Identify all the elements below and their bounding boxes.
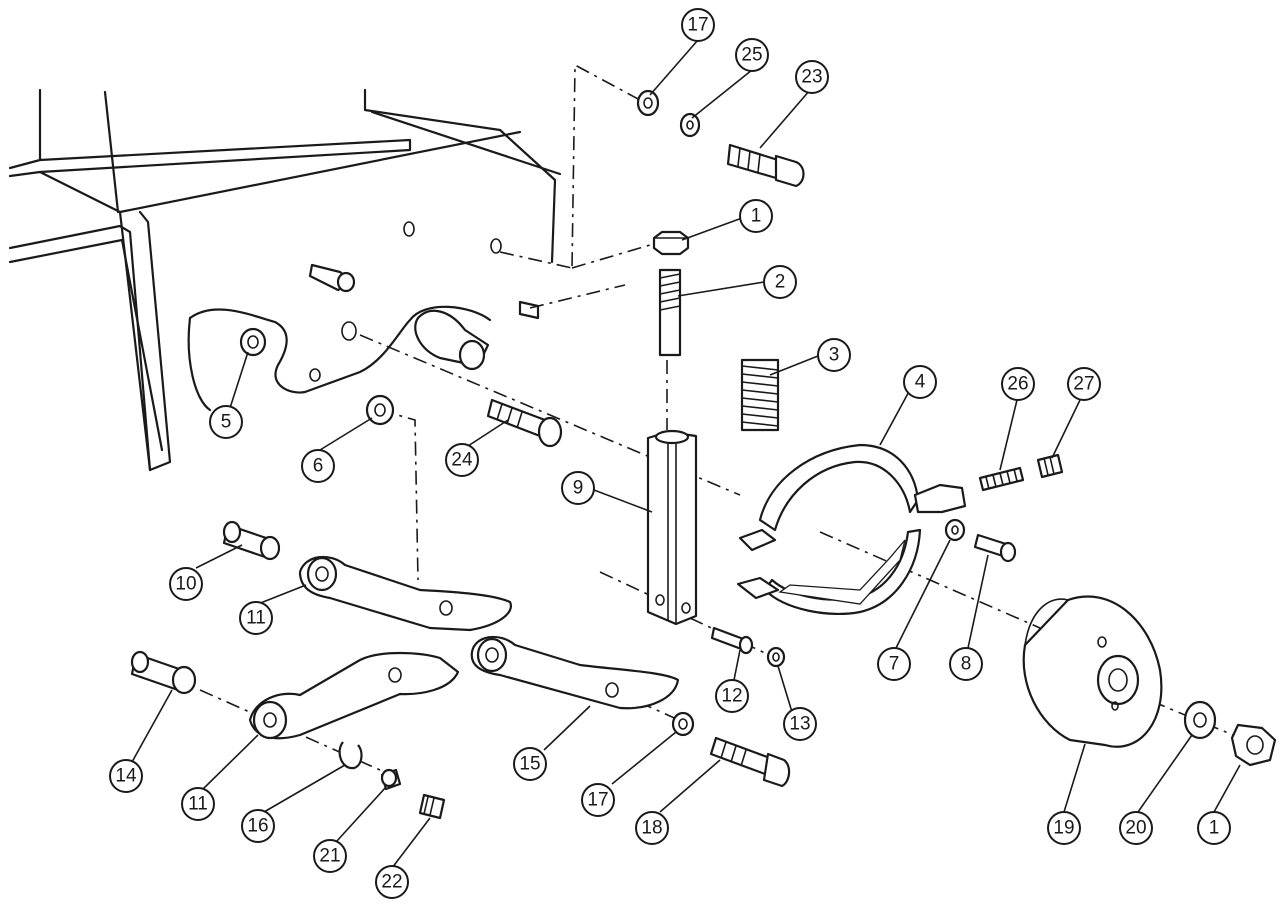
svg-text:27: 27 bbox=[1073, 374, 1094, 395]
svg-text:5: 5 bbox=[221, 412, 232, 433]
svg-text:22: 22 bbox=[381, 872, 402, 893]
callouts: 17 25 23 1 2 3 4 26 27 5 6 24 9 7 8 10 1… bbox=[109, 8, 1231, 899]
svg-text:1: 1 bbox=[751, 206, 762, 227]
callout-3: 3 bbox=[817, 338, 851, 372]
callout-25: 25 bbox=[735, 38, 769, 72]
callout-7: 7 bbox=[877, 647, 911, 681]
callout-12: 12 bbox=[715, 679, 749, 713]
callout-6: 6 bbox=[301, 449, 335, 483]
svg-text:7: 7 bbox=[889, 654, 900, 675]
svg-text:10: 10 bbox=[175, 574, 196, 595]
callout-18: 18 bbox=[635, 811, 669, 845]
callout-26: 26 bbox=[1001, 367, 1035, 401]
leader-lines bbox=[131, 39, 1241, 869]
svg-text:1: 1 bbox=[1209, 818, 1220, 839]
svg-text:11: 11 bbox=[188, 794, 208, 815]
callout-4: 4 bbox=[903, 365, 937, 399]
svg-text:16: 16 bbox=[247, 816, 268, 837]
callout-5: 5 bbox=[209, 405, 243, 439]
screw-8 bbox=[973, 533, 1017, 563]
setscrew-27 bbox=[1036, 453, 1064, 479]
callout-13: 13 bbox=[783, 707, 817, 741]
svg-text:2: 2 bbox=[775, 272, 786, 293]
lockwasher-25 bbox=[679, 112, 701, 138]
callout-23: 23 bbox=[795, 60, 829, 94]
nut-5 bbox=[239, 327, 267, 357]
svg-text:9: 9 bbox=[573, 478, 584, 499]
callout-9: 9 bbox=[561, 471, 595, 505]
column-9 bbox=[646, 429, 698, 626]
bolt-24 bbox=[486, 398, 563, 448]
callout-2: 2 bbox=[763, 265, 797, 299]
svg-text:4: 4 bbox=[915, 372, 926, 393]
brake-drum-19 bbox=[1022, 595, 1163, 748]
washer-13 bbox=[766, 646, 786, 668]
svg-text:25: 25 bbox=[741, 45, 762, 66]
washer-7 bbox=[944, 518, 966, 542]
callout-1: 1 bbox=[739, 199, 773, 233]
callout-17: 17 bbox=[681, 8, 715, 42]
pin-10 bbox=[222, 520, 281, 561]
callout-8: 8 bbox=[949, 647, 983, 681]
callout-19: 19 bbox=[1047, 811, 1081, 845]
callout-11: 11 bbox=[239, 601, 273, 635]
stud-2 bbox=[658, 268, 682, 357]
setscrew-22 bbox=[418, 793, 446, 820]
bushing-14 bbox=[130, 650, 197, 695]
circlip-16 bbox=[338, 741, 363, 770]
callout-17: 17 bbox=[581, 783, 615, 817]
svg-text:18: 18 bbox=[641, 818, 662, 839]
svg-text:24: 24 bbox=[451, 450, 473, 471]
nut-1-top bbox=[652, 230, 690, 256]
callout-10: 10 bbox=[169, 567, 203, 601]
washer-20 bbox=[1183, 700, 1217, 740]
callout-1: 1 bbox=[1197, 811, 1231, 845]
washer-6 bbox=[365, 394, 395, 426]
callout-20: 20 bbox=[1119, 811, 1153, 845]
svg-text:14: 14 bbox=[115, 766, 137, 787]
callout-16: 16 bbox=[241, 809, 275, 843]
callout-11: 11 bbox=[181, 787, 215, 821]
callout-27: 27 bbox=[1067, 367, 1101, 401]
machine-frame bbox=[8, 88, 562, 472]
brake-band-4 bbox=[736, 443, 967, 615]
svg-text:19: 19 bbox=[1053, 818, 1074, 839]
washer-17-lower bbox=[671, 711, 695, 737]
lever-11-upper bbox=[298, 555, 513, 632]
svg-text:6: 6 bbox=[313, 456, 324, 477]
spring-3 bbox=[740, 358, 780, 432]
svg-text:26: 26 bbox=[1007, 374, 1028, 395]
washer-17-top bbox=[636, 89, 660, 117]
svg-text:13: 13 bbox=[789, 714, 810, 735]
svg-text:23: 23 bbox=[801, 67, 822, 88]
callout-22: 22 bbox=[375, 865, 409, 899]
callout-14: 14 bbox=[109, 759, 143, 793]
nut-1-lower bbox=[1230, 723, 1277, 767]
lever-15 bbox=[470, 635, 680, 710]
callout-15: 15 bbox=[513, 747, 547, 781]
svg-text:11: 11 bbox=[246, 608, 266, 629]
svg-text:17: 17 bbox=[687, 15, 708, 36]
pin-12 bbox=[710, 626, 754, 655]
svg-text:3: 3 bbox=[829, 345, 840, 366]
svg-text:15: 15 bbox=[519, 754, 540, 775]
svg-text:8: 8 bbox=[961, 654, 972, 675]
bolt-18 bbox=[709, 736, 791, 788]
svg-text:21: 21 bbox=[319, 846, 340, 867]
lever-11-lower bbox=[248, 651, 460, 740]
svg-text:12: 12 bbox=[721, 686, 742, 707]
bolt-23 bbox=[726, 143, 805, 188]
spacer-21 bbox=[380, 768, 402, 791]
svg-text:17: 17 bbox=[587, 790, 608, 811]
spring-26 bbox=[978, 466, 1025, 492]
svg-text:20: 20 bbox=[1125, 818, 1146, 839]
callout-21: 21 bbox=[313, 839, 347, 873]
callout-24: 24 bbox=[445, 443, 479, 477]
